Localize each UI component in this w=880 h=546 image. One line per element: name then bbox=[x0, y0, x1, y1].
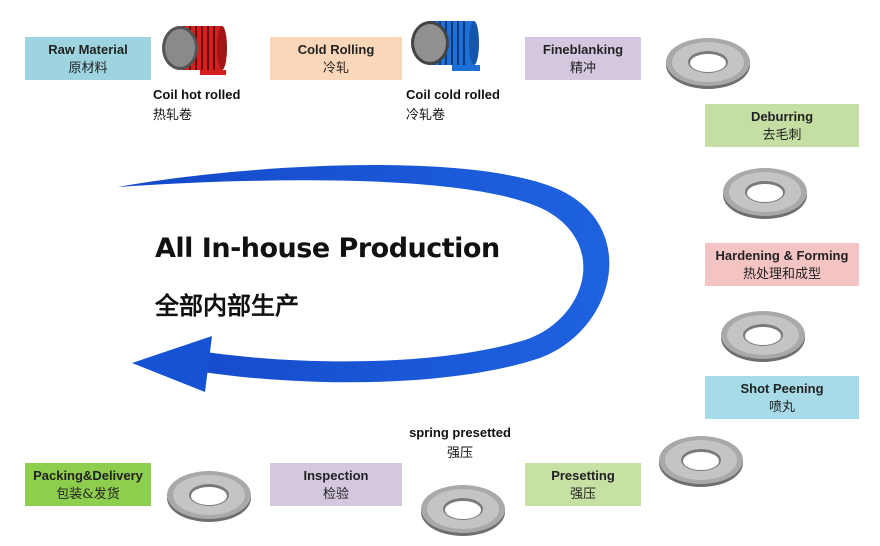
step-label-en: Raw Material bbox=[48, 42, 128, 57]
washer-image-deburring bbox=[723, 168, 807, 219]
step-label-en: Packing&Delivery bbox=[33, 468, 143, 483]
step-label-zh: 包装&发货 bbox=[56, 487, 120, 502]
step-fineblanking: Fineblanking 精冲 bbox=[525, 37, 641, 80]
coil-cold-label-en: Coil cold rolled bbox=[406, 87, 500, 102]
step-label-zh: 检验 bbox=[322, 487, 349, 502]
step-label-zh: 热处理和成型 bbox=[742, 267, 821, 282]
coil-cold-rolled-label: Coil cold rolled 冷轧卷 bbox=[406, 84, 500, 126]
step-label-en: Presetting bbox=[551, 468, 615, 483]
step-hardening-forming: Hardening & Forming 热处理和成型 bbox=[705, 243, 859, 286]
step-deburring: Deburring 去毛刺 bbox=[705, 104, 859, 147]
washer-image-shot-peening bbox=[659, 436, 743, 487]
step-label-en: Inspection bbox=[303, 468, 369, 483]
step-label-zh: 冷轧 bbox=[322, 61, 349, 76]
center-title: All In-house Production bbox=[155, 233, 500, 264]
washer-image-inspection bbox=[167, 471, 251, 522]
hot-rolled-coil-image bbox=[162, 26, 227, 75]
washer-image-hardening bbox=[721, 311, 805, 362]
step-shot-peening: Shot Peening 喷丸 bbox=[705, 376, 859, 419]
step-label-zh: 去毛刺 bbox=[762, 128, 802, 143]
step-raw-material: Raw Material 原材料 bbox=[25, 37, 151, 80]
step-packing-delivery: Packing&Delivery 包装&发货 bbox=[25, 463, 151, 506]
cold-rolled-coil-image bbox=[411, 21, 480, 71]
washer-image-fineblanking bbox=[666, 38, 750, 89]
step-cold-rolling: Cold Rolling 冷轧 bbox=[270, 37, 402, 80]
coil-hot-label-zh: 热轧卷 bbox=[153, 108, 193, 123]
step-presetting: Presetting 强压 bbox=[525, 463, 641, 506]
step-label-zh: 强压 bbox=[569, 487, 596, 502]
coil-cold-label-zh: 冷轧卷 bbox=[406, 108, 446, 123]
step-label-en: Shot Peening bbox=[740, 381, 824, 396]
step-label-zh: 精冲 bbox=[569, 61, 596, 76]
step-label-zh: 原材料 bbox=[68, 61, 108, 76]
spring-label-zh: 强压 bbox=[446, 446, 473, 461]
spring-label-en: spring presetted bbox=[409, 425, 511, 440]
step-label-en: Fineblanking bbox=[542, 42, 624, 57]
step-label-en: Hardening & Forming bbox=[715, 248, 849, 263]
washer-image-presetting bbox=[421, 485, 505, 536]
spring-presetted-label: spring presetted 强压 bbox=[406, 422, 514, 464]
step-inspection: Inspection 检验 bbox=[270, 463, 402, 506]
step-label-zh: 喷丸 bbox=[768, 400, 795, 415]
coil-hot-label-en: Coil hot rolled bbox=[153, 87, 241, 102]
coil-hot-rolled-label: Coil hot rolled 热轧卷 bbox=[153, 84, 240, 126]
center-subtitle: 全部内部生产 bbox=[155, 292, 299, 320]
step-label-en: Deburring bbox=[750, 109, 814, 124]
step-label-en: Cold Rolling bbox=[297, 42, 375, 57]
cycle-arrowhead bbox=[132, 336, 212, 392]
